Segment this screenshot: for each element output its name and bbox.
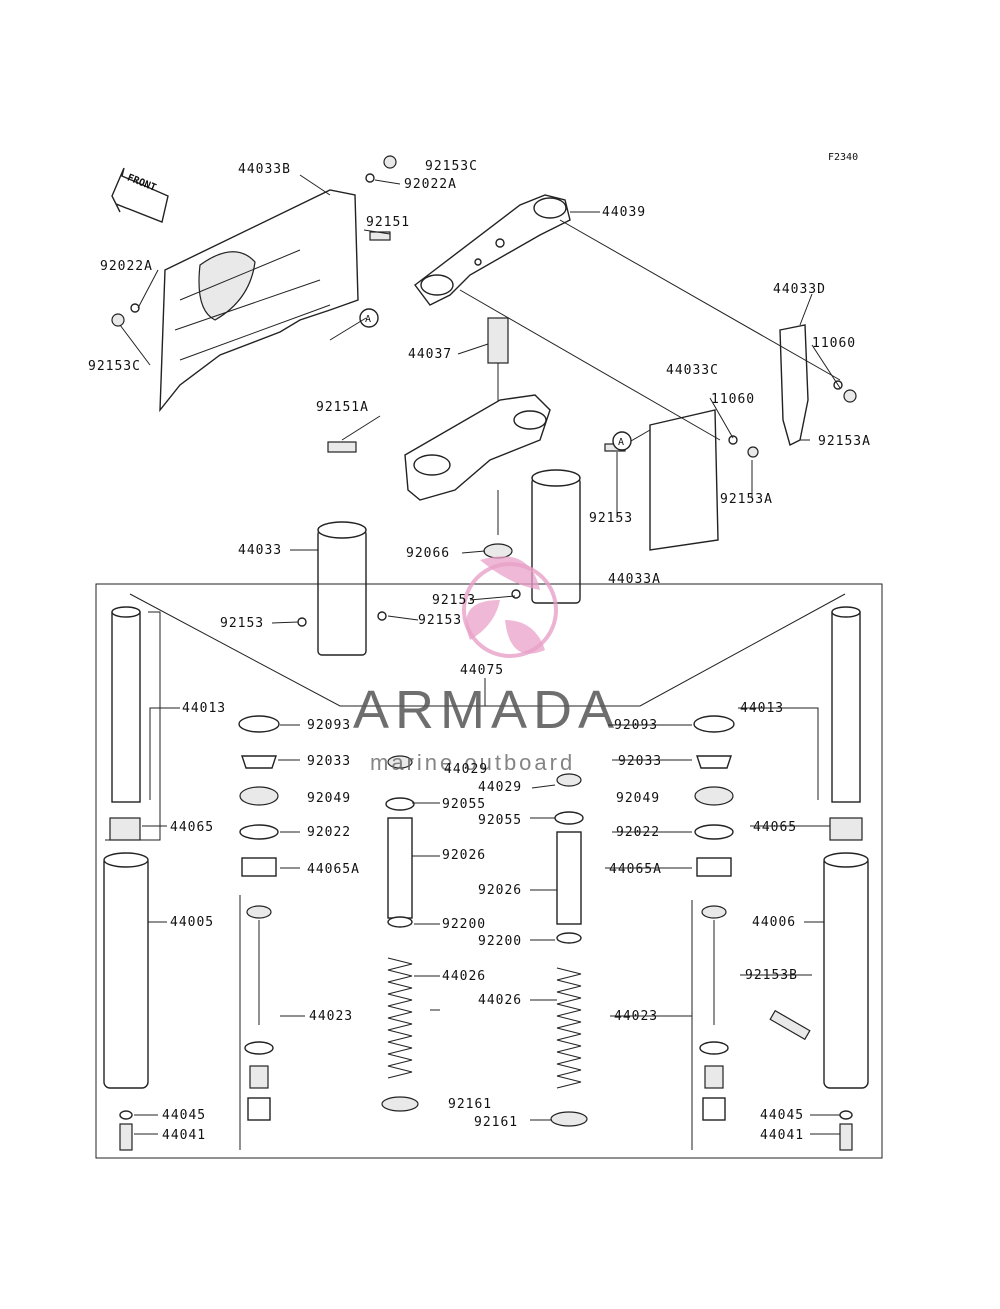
label-44033c: 44033C (666, 363, 719, 378)
label-92153-center: 92153 (432, 593, 476, 608)
label-92153c-top: 92153C (425, 159, 478, 174)
label-44033b: 44033B (238, 162, 291, 177)
label-92200-right: 92200 (478, 934, 522, 949)
left-inner-tube (103, 606, 149, 1151)
label-92026-right: 92026 (478, 883, 522, 898)
left-spring-column (381, 755, 419, 1112)
label-92066: 92066 (406, 546, 450, 561)
label-44006: 44006 (752, 915, 796, 930)
label-44075: 44075 (460, 663, 504, 678)
label-44005: 44005 (170, 915, 214, 930)
label-44029-left: 44029 (444, 762, 488, 777)
label-44065-right: 44065 (753, 820, 797, 835)
callout-labels: 44033B 92153C 92022A 92151 44039 92022A … (88, 159, 871, 1143)
fork-covers-44033 (297, 443, 626, 656)
upper-cover-44033b (111, 155, 397, 413)
label-92153-right: 92153 (589, 511, 633, 526)
label-11060-right: 11060 (812, 336, 856, 351)
label-44033: 44033 (238, 543, 282, 558)
fork-assembly-frame (95, 583, 883, 1159)
right-spring-column (550, 773, 588, 1127)
label-44026-right: 44026 (478, 993, 522, 1008)
label-44033d: 44033D (773, 282, 826, 297)
label-92055-left: 92055 (442, 797, 486, 812)
label-92151a: 92151A (316, 400, 369, 415)
label-44013-left: 44013 (182, 701, 226, 716)
label-92153-left: 92153 (220, 616, 264, 631)
label-11060-mid: 11060 (711, 392, 755, 407)
svg-text:A: A (365, 314, 371, 325)
label-44029-right: 44029 (478, 780, 522, 795)
watermark-title: ARMADA (353, 680, 620, 740)
label-92151: 92151 (366, 215, 410, 230)
label-44065a-left: 44065A (307, 862, 360, 877)
label-92033-right: 92033 (618, 754, 662, 769)
label-92161-right: 92161 (474, 1115, 518, 1130)
label-92153a-right: 92153A (818, 434, 871, 449)
label-92153-leftmid: 92153 (418, 613, 462, 628)
label-92049-left: 92049 (307, 791, 351, 806)
right-seal-stack (693, 715, 735, 1121)
label-44026-left: 44026 (442, 969, 486, 984)
label-92033-left: 92033 (307, 754, 351, 769)
reference-circle-a-2: A (612, 431, 632, 451)
label-44045-right: 44045 (760, 1108, 804, 1123)
label-92022a-left: 92022A (100, 259, 153, 274)
label-92153a-mid: 92153A (720, 492, 773, 507)
left-seal-stack (238, 715, 280, 1121)
watermark-subtitle: marine outboard (370, 750, 575, 775)
label-44041-left: 44041 (162, 1128, 206, 1143)
label-92049-right: 92049 (616, 791, 660, 806)
label-44033a: 44033A (608, 572, 661, 587)
label-92153c-left: 92153C (88, 359, 141, 374)
label-92022-left: 92022 (307, 825, 351, 840)
label-44065a-right: 44065A (609, 862, 662, 877)
svg-text:A: A (618, 437, 624, 448)
label-44041-right: 44041 (760, 1128, 804, 1143)
label-92055-right: 92055 (478, 813, 522, 828)
diagram-code: F2340 (828, 152, 858, 163)
leader-lines (105, 174, 841, 1150)
label-44037: 44037 (408, 347, 452, 362)
reference-circle-a-1: A (359, 308, 379, 328)
upper-bracket-44039 (369, 194, 571, 306)
armada-watermark: ARMADA marine outboard (353, 556, 620, 775)
steering-stem-44037 (327, 317, 551, 559)
label-92093-left: 92093 (307, 718, 351, 733)
label-44023-left: 44023 (309, 1009, 353, 1024)
label-92200-left: 92200 (442, 917, 486, 932)
label-92026-left: 92026 (442, 848, 486, 863)
side-covers (649, 324, 857, 551)
label-92161-left: 92161 (448, 1097, 492, 1112)
label-92022a-top: 92022A (404, 177, 457, 192)
label-44039: 44039 (602, 205, 646, 220)
right-inner-tube (769, 606, 869, 1151)
front-arrow-icon: FRONT (111, 167, 169, 223)
label-44065-left: 44065 (170, 820, 214, 835)
label-44045-left: 44045 (162, 1108, 206, 1123)
